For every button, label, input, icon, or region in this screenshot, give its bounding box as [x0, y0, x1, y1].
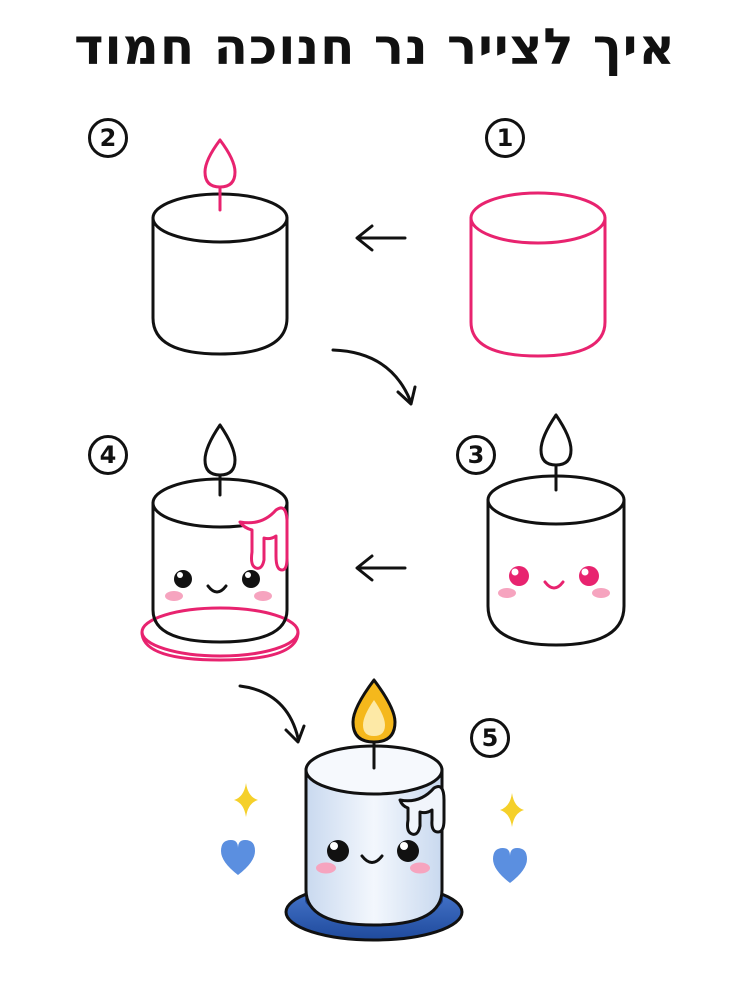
step-1-drawing [469, 191, 607, 358]
sparkle-icon [234, 783, 258, 817]
page-title: איך לצייר נר חנוכה חמוד [74, 18, 676, 76]
step-number-4: 4 [88, 435, 128, 475]
arrow-left-icon [355, 554, 407, 582]
sparkle-icon [500, 793, 524, 827]
step-3-drawing [486, 413, 626, 647]
heart-icon [493, 848, 527, 883]
curved-arrow-icon [331, 348, 417, 406]
step-5-drawing [284, 678, 464, 942]
heart-icon [221, 840, 255, 875]
curved-arrow-icon [238, 684, 306, 744]
step-number-2: 2 [88, 118, 128, 158]
step-2-drawing [151, 138, 289, 356]
step-4-drawing [140, 423, 300, 662]
arrow-left-icon [355, 224, 407, 252]
step-number-5: 5 [470, 718, 510, 758]
step-number-1: 1 [485, 118, 525, 158]
step-number-3: 3 [456, 435, 496, 475]
